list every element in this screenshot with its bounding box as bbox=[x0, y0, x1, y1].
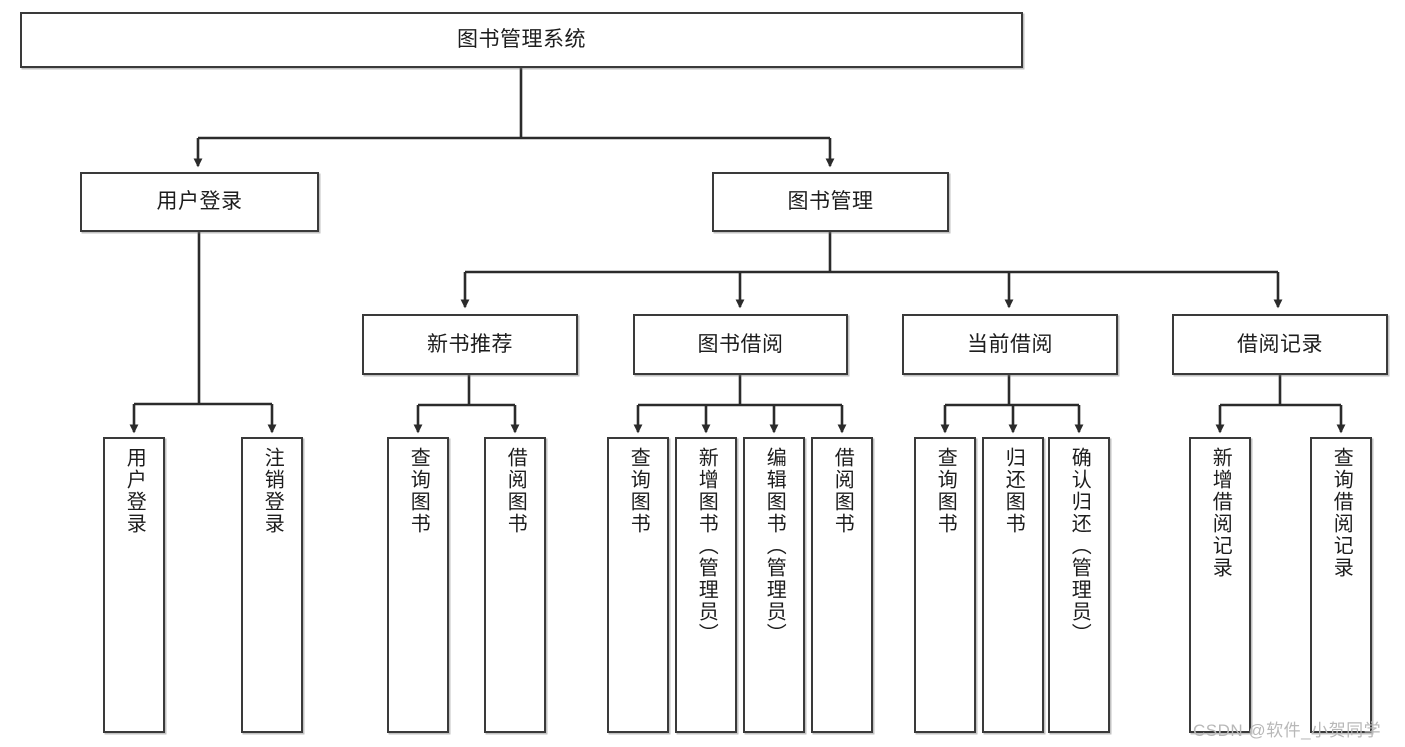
node-label: 查询图书 bbox=[934, 447, 957, 535]
leaf-borrow-query-book[interactable]: 查询图书 bbox=[607, 437, 669, 733]
leaf-borrow-borrow-book[interactable]: 借阅图书 bbox=[811, 437, 873, 733]
node-label: 新增借阅记录 bbox=[1209, 447, 1232, 579]
node-label: 编辑图书（管理员） bbox=[763, 447, 786, 645]
node-label: 查询借阅记录 bbox=[1330, 447, 1353, 579]
leaf-records-query-record[interactable]: 查询借阅记录 bbox=[1310, 437, 1372, 733]
node-label: 图书借阅 bbox=[697, 332, 784, 356]
node-new-book-recommend[interactable]: 新书推荐 bbox=[362, 314, 578, 375]
node-label: 查询图书 bbox=[407, 447, 430, 535]
leaf-user-login-signout[interactable]: 注销登录 bbox=[241, 437, 303, 733]
watermark-text: CSDN @软件_小贺同学 bbox=[1193, 721, 1382, 740]
node-label: 用户登录 bbox=[123, 447, 146, 535]
node-label: 注销登录 bbox=[261, 447, 284, 535]
node-label: 借阅记录 bbox=[1237, 332, 1323, 356]
node-label: 归还图书 bbox=[1002, 447, 1025, 535]
node-label: 确认归还（管理员） bbox=[1068, 447, 1091, 645]
node-label: 查询图书 bbox=[627, 447, 650, 535]
node-label: 当前借阅 bbox=[967, 332, 1053, 356]
leaf-current-query-book[interactable]: 查询图书 bbox=[914, 437, 976, 733]
leaf-borrow-edit-book[interactable]: 编辑图书（管理员） bbox=[743, 437, 805, 733]
leaf-current-confirm-return[interactable]: 确认归还（管理员） bbox=[1048, 437, 1110, 733]
leaf-new-book-query[interactable]: 查询图书 bbox=[387, 437, 449, 733]
node-label: 新增图书（管理员） bbox=[695, 447, 718, 645]
node-book-borrow[interactable]: 图书借阅 bbox=[633, 314, 848, 375]
node-label: 图书管理系统 bbox=[457, 28, 586, 52]
leaf-borrow-add-book[interactable]: 新增图书（管理员） bbox=[675, 437, 737, 733]
node-label: 新书推荐 bbox=[427, 332, 513, 356]
node-borrow-records[interactable]: 借阅记录 bbox=[1172, 314, 1388, 375]
leaf-current-return-book[interactable]: 归还图书 bbox=[982, 437, 1044, 733]
node-label: 用户登录 bbox=[156, 190, 243, 214]
node-current-borrow[interactable]: 当前借阅 bbox=[902, 314, 1118, 375]
node-label: 借阅图书 bbox=[504, 447, 527, 535]
node-book-management[interactable]: 图书管理 bbox=[712, 172, 949, 232]
leaf-new-book-borrow[interactable]: 借阅图书 bbox=[484, 437, 546, 733]
node-label: 图书管理 bbox=[787, 190, 874, 214]
node-user-login[interactable]: 用户登录 bbox=[80, 172, 319, 232]
leaf-user-login-signin[interactable]: 用户登录 bbox=[103, 437, 165, 733]
leaf-records-add-record[interactable]: 新增借阅记录 bbox=[1189, 437, 1251, 733]
node-root-system[interactable]: 图书管理系统 bbox=[20, 12, 1023, 68]
node-label: 借阅图书 bbox=[831, 447, 854, 535]
